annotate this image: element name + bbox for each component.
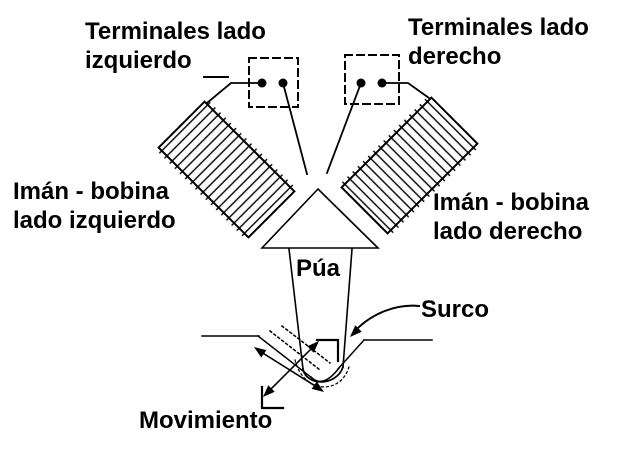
wire-left-outer [205, 82, 263, 105]
movement-arrows [254, 338, 340, 410]
terminals-right-label: Terminales lado derecho [408, 13, 589, 71]
terminals-left-label-line2: izquierdo [85, 47, 192, 74]
terminals-left-label: Terminales lado izquierdo [85, 17, 266, 75]
stylus-tip-ghost-outline [294, 359, 350, 388]
armature-triangle [260, 187, 380, 249]
magnet-coil-right-label-line1: Imán - bobina [433, 189, 589, 216]
groove-pointer-arrow [350, 304, 421, 337]
terminals-right-label-line1: Terminales lado [408, 14, 589, 41]
wire-left-inner [281, 81, 309, 176]
terminals-right-box [344, 54, 400, 105]
terminals-left-label-line1: Terminales lado [85, 18, 266, 45]
magnet-coil-left-label-line1: Imán - bobina [13, 178, 169, 205]
groove-bottom [309, 366, 341, 383]
groove-right-wall [336, 338, 366, 371]
magnet-coil-left-label-line2: lado izquierdo [13, 207, 176, 234]
groove [201, 324, 433, 383]
terminals-right-label-line2: derecho [408, 43, 502, 70]
groove-label: Surco [421, 296, 490, 323]
magnet-coil-right-label: Imán - bobina lado derecho [433, 188, 589, 246]
movement-label: Movimiento [139, 407, 273, 434]
wire-right-inner [325, 81, 363, 175]
movement-bracket-upper [315, 338, 340, 363]
coil-right [339, 95, 480, 236]
wire-right-outer [381, 82, 431, 100]
movement-bracket-lower [260, 385, 285, 410]
magnet-coil-right-label-line2: lado derecho [433, 218, 583, 245]
groove-left-wall [256, 334, 314, 380]
stylus-label: Púa [296, 255, 341, 282]
magnet-coil-left-label: Imán - bobina lado izquierdo [13, 177, 176, 235]
coil-left [156, 99, 297, 240]
